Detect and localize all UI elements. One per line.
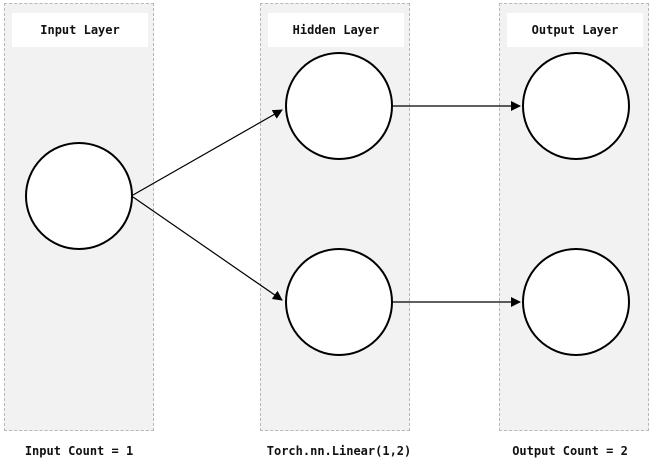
edge-input-to-hidden-1	[132, 109, 283, 196]
hidden-node-2	[285, 248, 393, 356]
input-layer-title: Input Layer	[12, 13, 148, 47]
output-node-1	[522, 52, 630, 160]
edge-input-to-hidden-2	[132, 196, 283, 301]
input-layer-panel: Input Layer	[4, 3, 154, 431]
output-count-caption: Output Count = 2	[512, 444, 628, 458]
hidden-linear-caption: Torch.nn.Linear(1,2)	[266, 444, 412, 458]
input-count-caption: Input Count = 1	[24, 444, 134, 458]
hidden-layer-title: Hidden Layer	[268, 13, 404, 47]
hidden-node-1	[285, 52, 393, 160]
output-layer-title: Output Layer	[507, 13, 643, 47]
output-node-2	[522, 248, 630, 356]
input-node-1	[25, 142, 133, 250]
output-layer-panel: Output Layer	[499, 3, 649, 431]
